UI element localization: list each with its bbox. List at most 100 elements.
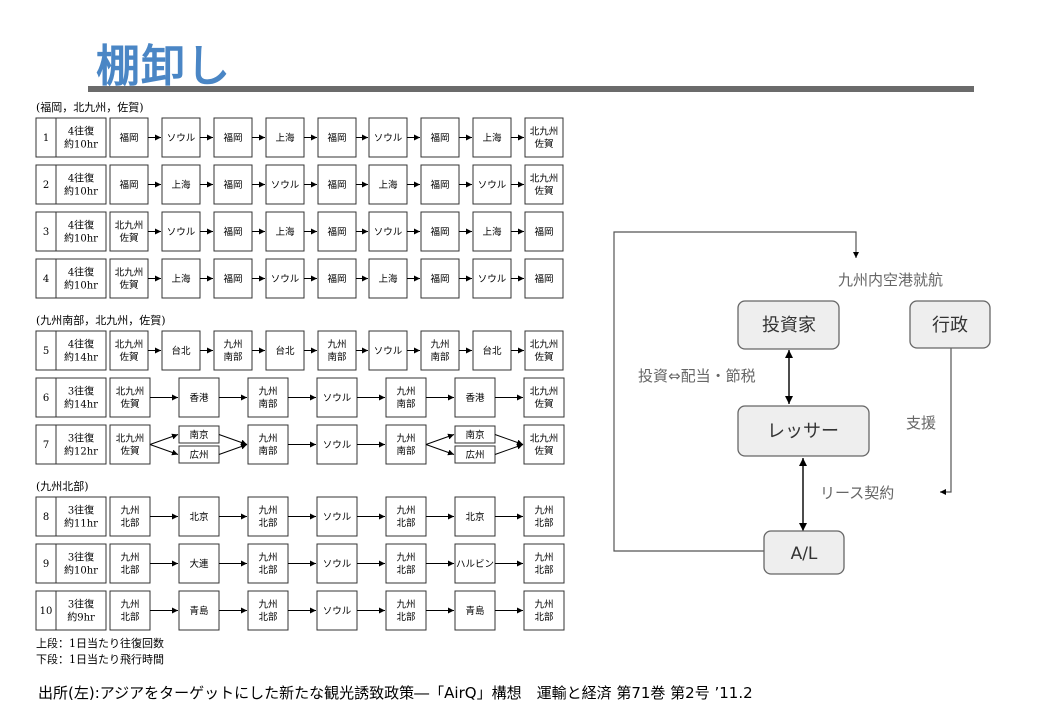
city-label: 南部 bbox=[258, 398, 277, 410]
city-label: 九州 bbox=[258, 505, 277, 517]
city-label: 香港 bbox=[465, 392, 485, 404]
city-label: 九州 bbox=[120, 552, 139, 564]
city-label: 上海 bbox=[378, 179, 398, 191]
city-label: 佐賀 bbox=[119, 232, 138, 244]
route-arrow bbox=[494, 443, 524, 455]
invest-label: 投資⇔配当・節税 bbox=[638, 367, 756, 385]
city-label: ソウル bbox=[323, 512, 352, 523]
city-box bbox=[317, 211, 357, 252]
city-label: 北九州 bbox=[530, 339, 559, 351]
group-label: (九州南部，北九州，佐賀) bbox=[36, 313, 166, 327]
city-label: 南部 bbox=[327, 351, 346, 363]
city-box bbox=[316, 496, 358, 537]
city-label: 北京 bbox=[465, 511, 484, 523]
city-label: 北九州 bbox=[530, 173, 559, 185]
city-label: 北部 bbox=[258, 564, 277, 576]
city-box bbox=[523, 377, 565, 418]
title-underline bbox=[88, 86, 974, 92]
row-info: 4往復 bbox=[68, 125, 94, 138]
row-info: 3往復 bbox=[68, 551, 94, 564]
row-info-cell bbox=[55, 590, 107, 631]
city-label: 九州 bbox=[396, 505, 415, 517]
row-number: 1 bbox=[43, 133, 49, 144]
city-label: 九州 bbox=[396, 433, 415, 445]
city-label: 台北 bbox=[482, 345, 502, 357]
row-info-cell bbox=[55, 117, 107, 158]
lessor-box bbox=[737, 405, 870, 457]
city-label: 九州 bbox=[327, 339, 346, 351]
row-info-cell bbox=[55, 164, 107, 205]
city-box bbox=[523, 424, 565, 465]
city-box bbox=[109, 258, 149, 299]
city-box bbox=[247, 590, 289, 631]
city-label: ソウル bbox=[323, 393, 352, 404]
city-label: 南京 bbox=[465, 429, 484, 441]
city-label: 九州 bbox=[120, 505, 139, 517]
city-box bbox=[454, 377, 496, 418]
city-box bbox=[317, 258, 357, 299]
city-box bbox=[368, 330, 408, 371]
city-label: 福岡 bbox=[327, 273, 346, 285]
city-box bbox=[109, 424, 151, 465]
city-box bbox=[385, 590, 427, 631]
row-number: 10 bbox=[40, 606, 53, 617]
city-label: 南部 bbox=[223, 351, 242, 363]
city-label: 福岡 bbox=[430, 179, 449, 191]
city-box bbox=[420, 258, 460, 299]
city-label: ソウル bbox=[478, 180, 507, 191]
row-info: 4往復 bbox=[68, 172, 94, 185]
city-box bbox=[472, 258, 512, 299]
investor-label: 投資家 bbox=[762, 315, 816, 336]
city-box bbox=[109, 496, 151, 537]
route-arrow bbox=[218, 434, 248, 446]
city-label: 広州 bbox=[465, 449, 484, 461]
source-footer: 出所(左):アジアをターゲットにした新たな観光誘致政策―「AirQ」構想 運輸と… bbox=[38, 684, 753, 702]
city-label: 北部 bbox=[258, 517, 277, 529]
support-line bbox=[940, 348, 952, 495]
row-info: 4往復 bbox=[68, 266, 94, 279]
row-info-cell bbox=[55, 424, 107, 465]
city-label: 福岡 bbox=[119, 179, 138, 191]
city-label: 佐賀 bbox=[534, 351, 553, 363]
city-label: 北京 bbox=[189, 511, 208, 523]
group-label: (福岡，北九州，佐賀) bbox=[36, 100, 144, 114]
city-label: 上海 bbox=[378, 273, 398, 285]
city-box bbox=[316, 543, 358, 584]
city-label: 北九州 bbox=[116, 386, 145, 398]
city-label: 青島 bbox=[465, 605, 484, 617]
city-box bbox=[316, 590, 358, 631]
city-box bbox=[265, 330, 305, 371]
table-legend: 上段：1日当たり往復回数 bbox=[36, 636, 164, 650]
city-box bbox=[265, 258, 305, 299]
city-label: 佐賀 bbox=[119, 351, 138, 363]
city-box bbox=[109, 590, 151, 631]
city-label: 佐賀 bbox=[120, 445, 139, 457]
row-info: 約11hr bbox=[64, 517, 98, 530]
city-label: 上海 bbox=[275, 226, 295, 238]
city-box bbox=[247, 496, 289, 537]
city-label: ソウル bbox=[271, 180, 300, 191]
city-label: 九州 bbox=[534, 505, 553, 517]
row-info: 3往復 bbox=[68, 504, 94, 517]
city-box bbox=[109, 211, 149, 252]
city-label: 九州 bbox=[534, 552, 553, 564]
city-box bbox=[368, 211, 408, 252]
city-label: 北部 bbox=[258, 611, 277, 623]
row-number: 9 bbox=[43, 559, 49, 570]
city-label: 大連 bbox=[189, 558, 209, 570]
city-label: 上海 bbox=[171, 179, 191, 191]
route-label: 九州内空港就航 bbox=[838, 271, 943, 289]
city-label: 福岡 bbox=[327, 132, 346, 144]
city-label: 北部 bbox=[534, 517, 553, 529]
city-label: ソウル bbox=[167, 133, 196, 144]
city-label: 上海 bbox=[482, 132, 502, 144]
row-number: 7 bbox=[43, 440, 49, 451]
city-box bbox=[265, 117, 305, 158]
city-label: 青島 bbox=[189, 605, 208, 617]
row-info: 3往復 bbox=[68, 385, 94, 398]
city-label: 九州 bbox=[430, 339, 449, 351]
city-box bbox=[524, 330, 564, 371]
city-label: 北九州 bbox=[530, 386, 559, 398]
